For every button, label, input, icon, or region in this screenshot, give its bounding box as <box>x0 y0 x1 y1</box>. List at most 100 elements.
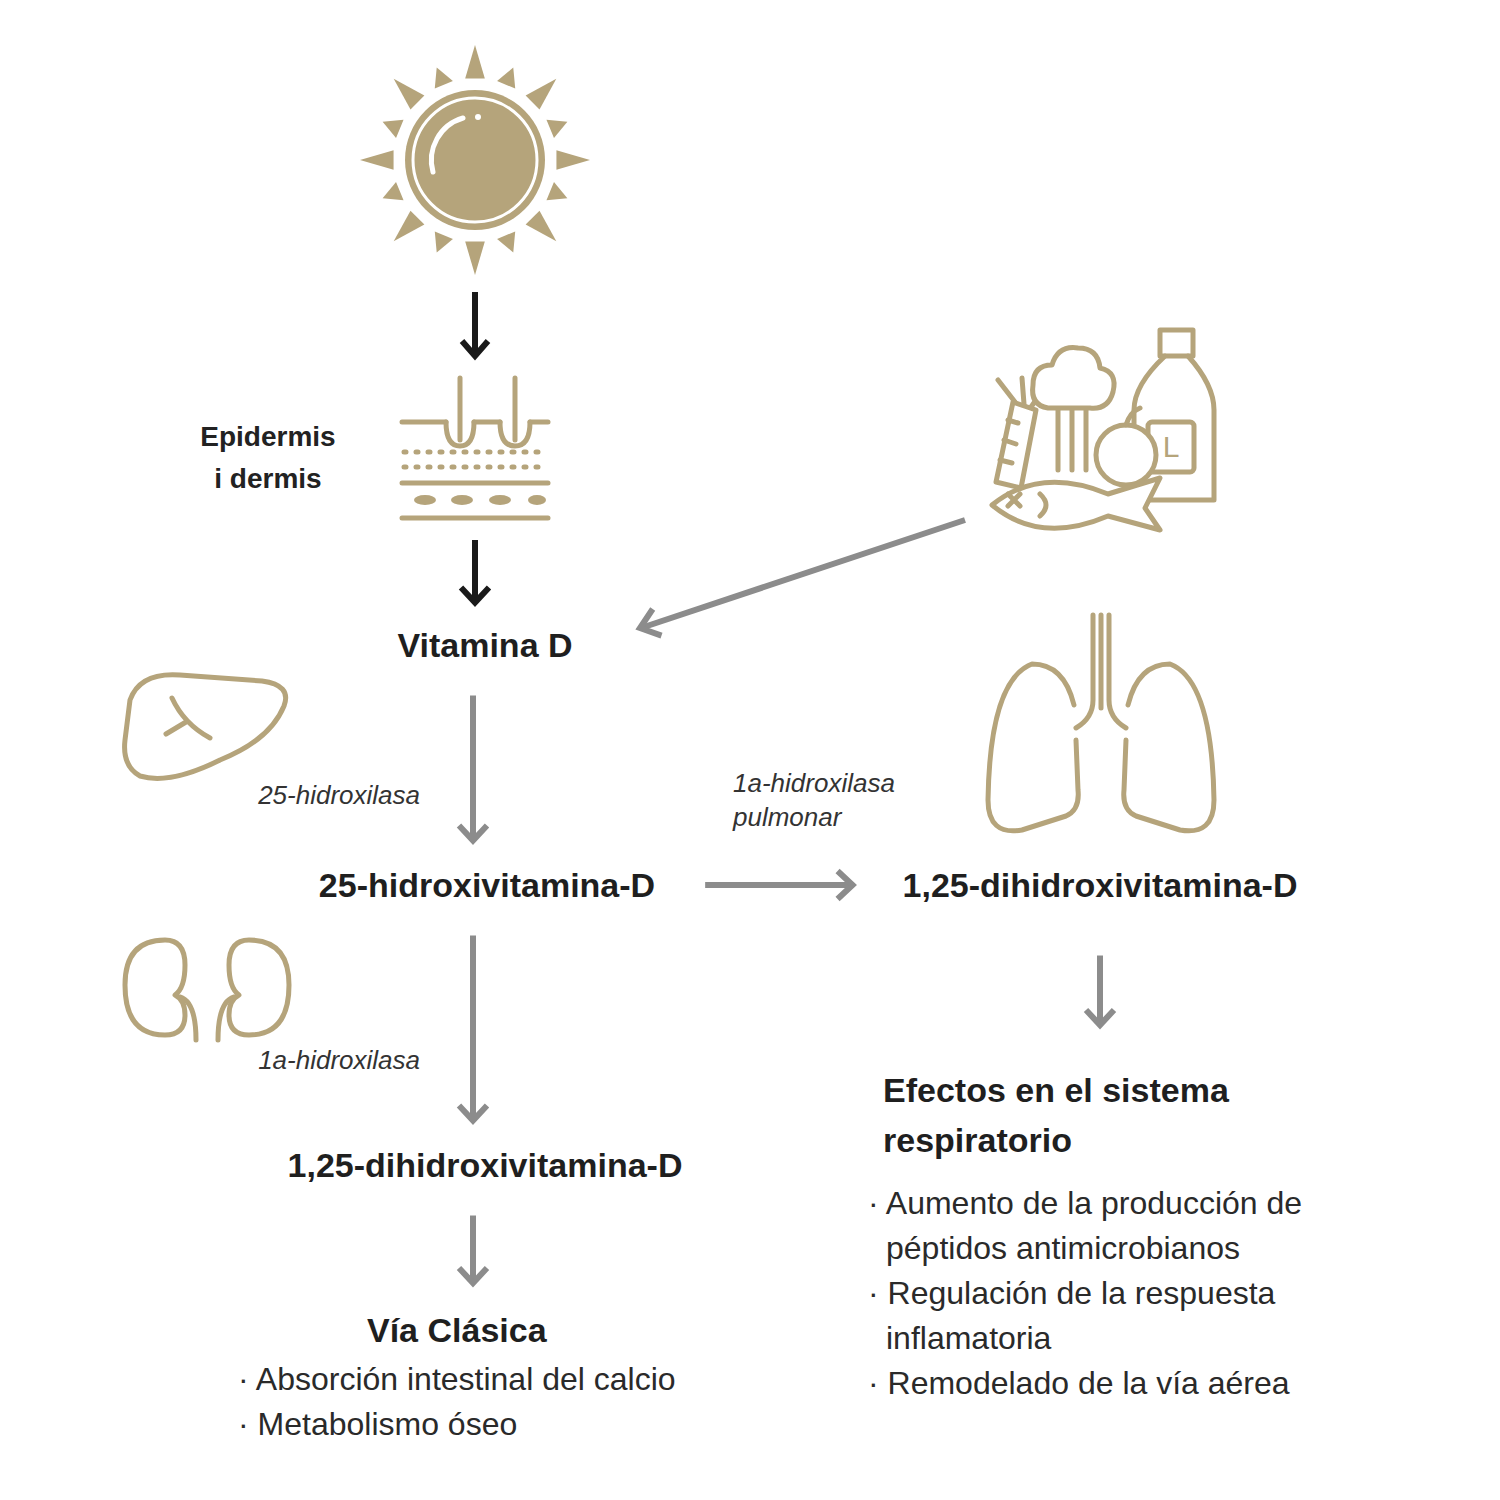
skin-icon <box>404 465 546 470</box>
arrow-head <box>459 1106 487 1121</box>
compound-name: Vitamina D <box>397 625 572 666</box>
skin-icon <box>451 495 473 505</box>
sun-arrow <box>462 292 488 356</box>
kidney-icon <box>125 940 185 1035</box>
kidney-icon <box>180 997 196 1040</box>
skin-node: Epidermis i dermis <box>400 372 550 524</box>
compound-name: 1,25-dihidroxivitamina-D <box>288 1145 683 1186</box>
lungs-icon <box>1124 664 1214 831</box>
lungs-icon <box>988 664 1078 831</box>
sun-ray <box>497 68 515 89</box>
skin-icon <box>458 378 463 440</box>
skin-icon <box>513 378 518 440</box>
food-icon <box>996 402 1036 488</box>
arrow-shaft <box>470 696 476 841</box>
arrow-head <box>461 588 489 603</box>
sun-ray <box>435 68 453 89</box>
kidney-icon <box>218 997 234 1040</box>
liver-icon <box>172 698 210 738</box>
flow-arrow <box>459 936 487 1121</box>
arrow-shaft <box>472 540 478 603</box>
sun-icon <box>475 114 481 120</box>
skin-icon <box>528 495 546 505</box>
sun-ray <box>465 45 485 79</box>
panel-heading: Efectos en el sistema respiratorio <box>868 1065 1368 1165</box>
food-icon <box>992 330 1214 530</box>
effects-panel: Efectos en el sistema respiratorio · Aume… <box>868 1065 1368 1406</box>
flow-arrow <box>705 871 852 899</box>
enzyme-label: 25-hidroxilasa <box>258 778 420 812</box>
compound-label: 1,25-dihidroxivitamina-D <box>903 865 1298 906</box>
liver-icon <box>125 675 286 779</box>
kidney-icon <box>229 940 289 1035</box>
lungs-icon <box>1076 615 1093 728</box>
sun-ray <box>556 150 590 170</box>
enzyme-label: 1a-hidroxilasa pulmonar <box>733 766 953 834</box>
food-icon <box>1040 494 1046 516</box>
sun-ray <box>465 241 485 275</box>
bullet-item: · Aumento de la producción de péptidos a… <box>868 1181 1368 1271</box>
sun-icon <box>405 90 545 230</box>
lungs-icon <box>1099 615 1104 708</box>
food-icon <box>1058 404 1086 470</box>
skin-icon <box>404 450 546 455</box>
skin-icon <box>402 420 446 425</box>
flow-arrow <box>459 696 487 841</box>
arrow-head <box>838 871 853 899</box>
food-icon <box>1096 425 1156 485</box>
sun-ray <box>435 231 453 252</box>
food-arrow <box>640 609 662 636</box>
food-arrow <box>644 520 965 627</box>
sun-icon <box>431 118 463 172</box>
panel-heading: Vía Clásica <box>238 1305 676 1355</box>
compound-label: Vitamina D <box>397 625 572 666</box>
liver-icon <box>125 675 286 779</box>
food-icon <box>1165 354 1188 359</box>
sun-ray <box>360 150 394 170</box>
tissue-label: Epidermis i dermis <box>195 416 341 500</box>
sun-ray <box>394 79 425 110</box>
flow-arrow <box>1086 956 1114 1026</box>
compound-label: 1,25-dihidroxivitamina-D <box>288 1145 683 1186</box>
sun-ray <box>546 120 567 138</box>
food-icon <box>1126 408 1140 425</box>
flow-arrow <box>459 1216 487 1284</box>
food-icon <box>1033 348 1115 409</box>
arrow-shaft <box>470 1216 476 1284</box>
arrow-shaft <box>1097 956 1103 1026</box>
compound-name: 25-hidroxivitamina-D <box>319 865 655 906</box>
flow-arrow <box>461 540 489 603</box>
arrow-head <box>1086 1010 1114 1025</box>
sun-arrow <box>472 292 478 354</box>
sun-ray <box>383 120 404 138</box>
sun-icon <box>413 98 537 222</box>
sun-ray <box>546 182 567 200</box>
food-icon <box>1008 494 1020 506</box>
skin-icon <box>474 420 500 425</box>
food-icon <box>992 478 1160 530</box>
enzyme-label: 1a-hidroxilasa <box>258 1043 420 1077</box>
sun-ray <box>394 211 425 242</box>
sun-ray <box>526 211 557 242</box>
kidney-icon <box>125 940 289 1040</box>
skin-icon <box>402 481 548 486</box>
arrow-shaft <box>705 882 852 888</box>
food-icon <box>1000 420 1018 463</box>
bullet-item: · Regulación de la respuesta inflamatori… <box>868 1271 1368 1361</box>
bullet-item: · Metabolismo óseo <box>238 1402 676 1447</box>
skin-icon <box>402 516 548 521</box>
pathway-panel: Vía Clásica· Absorción intestinal del ca… <box>238 1305 676 1447</box>
bullet-item: · Absorción intestinal del calcio <box>238 1357 676 1402</box>
skin-icon <box>414 495 436 505</box>
arrow-head <box>459 1268 487 1283</box>
bottle-letter: L <box>1163 430 1180 464</box>
arrow-shaft <box>470 936 476 1121</box>
skin-icon <box>402 378 548 518</box>
sun-ray <box>383 182 404 200</box>
compound-label: 25-hidroxivitamina-D <box>319 865 655 906</box>
lungs-icon <box>1109 615 1126 728</box>
skin-icon <box>530 420 548 425</box>
arrow-head <box>459 826 487 841</box>
skin-icon <box>489 495 511 505</box>
